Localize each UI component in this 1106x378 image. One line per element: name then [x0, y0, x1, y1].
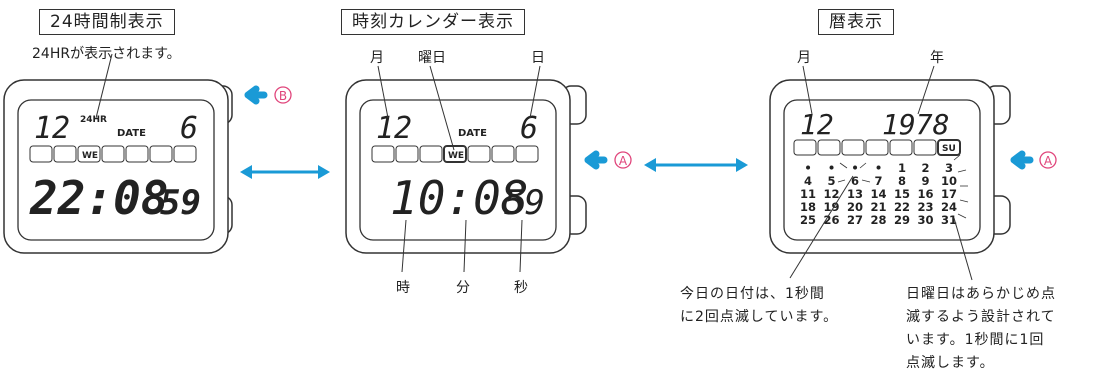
calendar-day: 9	[921, 174, 929, 188]
note-24hr: 24HRが表示されます。	[32, 46, 181, 62]
calendar-day: 8	[898, 174, 906, 188]
calendar-day: •	[875, 161, 882, 175]
button-a-mark-mid	[614, 151, 632, 169]
left-date-label: DATE	[117, 128, 146, 139]
calendar-day: 27	[847, 213, 863, 227]
label-year-right: 年	[930, 50, 944, 66]
calendar-day: 31	[941, 213, 957, 227]
button-a-mark-right	[1039, 151, 1057, 169]
right-year: 1978	[882, 108, 949, 141]
calendar-day: 11	[800, 187, 816, 201]
label-minute: 分	[456, 280, 470, 296]
left-weekday-boxes: WE	[29, 145, 197, 163]
label-hour: 時	[396, 280, 410, 296]
mid-day: 6	[520, 111, 538, 146]
calendar-day: 3	[945, 161, 953, 175]
calendar-day: 1	[898, 161, 906, 175]
note-sunday-blink: 日曜日はあらかじめ点 滅するよう設計されて います。1秒間に1回 点滅します。	[906, 286, 1056, 371]
calendar-day: 22	[894, 200, 910, 214]
watch-middle: 12 DATE 6 WE 10:08 59 A	[345, 65, 632, 273]
left-day: 6	[180, 111, 198, 146]
calendar-day: 2	[921, 161, 929, 175]
mid-seconds: 59	[504, 183, 545, 223]
calendar-day: 30	[917, 213, 933, 227]
left-24hr-indicator: 24HR	[80, 115, 107, 125]
calendar-day: 20	[847, 200, 863, 214]
label-month-right: 月	[797, 50, 811, 66]
watch-left: 12 24HR DATE 6 WE 22:08 59 B	[3, 53, 292, 254]
left-seconds: 59	[160, 183, 201, 223]
title-clock-calendar: 時刻カレンダー表示	[341, 9, 525, 35]
mid-month: 12	[376, 111, 412, 146]
mid-weekday-boxes: WE	[371, 145, 539, 163]
calendar-day: 23	[917, 200, 933, 214]
label-second: 秒	[514, 280, 528, 296]
calendar-day: 17	[941, 187, 957, 201]
mid-time: 10:08	[390, 171, 528, 225]
double-arrow-2	[644, 158, 748, 172]
left-time: 22:08	[29, 171, 168, 225]
blink-rays	[837, 154, 969, 219]
calendar-day: 5	[827, 174, 835, 188]
calendar-day: •	[804, 161, 811, 175]
calendar-day: 7	[874, 174, 882, 188]
calendar-day: 21	[870, 200, 886, 214]
right-month: 12	[800, 108, 834, 141]
calendar-day: •	[851, 161, 858, 175]
calendar-day: 10	[941, 174, 957, 188]
calendar-day: 15	[894, 187, 910, 201]
left-weekday: WE	[82, 151, 98, 161]
svg-text:A: A	[619, 154, 628, 168]
calendar-day: 13	[847, 187, 863, 201]
label-weekday-mid: 曜日	[418, 50, 446, 66]
calendar-day: 28	[870, 213, 886, 227]
left-month: 12	[34, 111, 70, 146]
right-weekday: SU	[942, 144, 956, 154]
mid-date-label: DATE	[458, 128, 487, 139]
mid-weekday: WE	[448, 151, 464, 161]
svg-text:B: B	[279, 89, 287, 103]
calendar-day: 18	[800, 200, 816, 214]
calendar-day: 24	[941, 200, 957, 214]
calendar-day: 6	[851, 174, 859, 188]
label-month-mid: 月	[370, 50, 384, 66]
title-24h: 24時間制表示	[39, 9, 175, 35]
calendar-day: 12	[823, 187, 839, 201]
double-arrow-1	[240, 165, 330, 179]
calendar-day: •	[828, 161, 835, 175]
title-calendar: 暦表示	[818, 9, 894, 35]
label-day-mid: 日	[531, 50, 545, 66]
calendar-day: 14	[870, 187, 886, 201]
calendar-day: 25	[800, 213, 816, 227]
calendar-day: 29	[894, 213, 910, 227]
note-today-blink: 今日の日付は、1秒間 に2回点滅しています。	[680, 286, 839, 325]
right-weekday-boxes: SU	[793, 139, 961, 156]
calendar-day: 16	[917, 187, 933, 201]
calendar-day: 4	[804, 174, 812, 188]
svg-text:A: A	[1044, 154, 1053, 168]
button-b-mark	[274, 86, 292, 104]
